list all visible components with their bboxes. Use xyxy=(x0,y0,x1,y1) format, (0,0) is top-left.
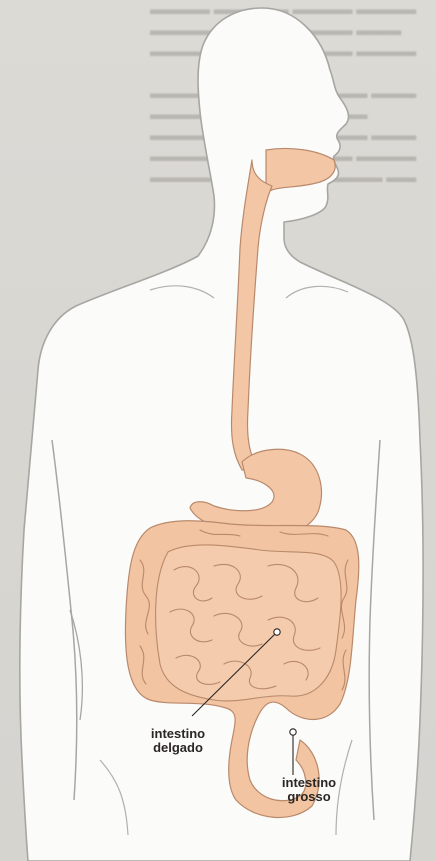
large-intestine-marker xyxy=(290,729,296,735)
small-intestine-marker xyxy=(274,629,280,635)
small-intestine-label: intestino delgado xyxy=(143,727,213,755)
large-intestine-label-line2: grosso xyxy=(274,790,344,804)
small-intestine-label-line2: delgado xyxy=(143,741,213,755)
small-intestine xyxy=(156,545,341,701)
large-intestine-label: intestino grosso xyxy=(274,776,344,804)
small-intestine-label-line1: intestino xyxy=(143,727,213,741)
large-intestine-label-line1: intestino xyxy=(274,776,344,790)
body-silhouette xyxy=(20,8,423,861)
